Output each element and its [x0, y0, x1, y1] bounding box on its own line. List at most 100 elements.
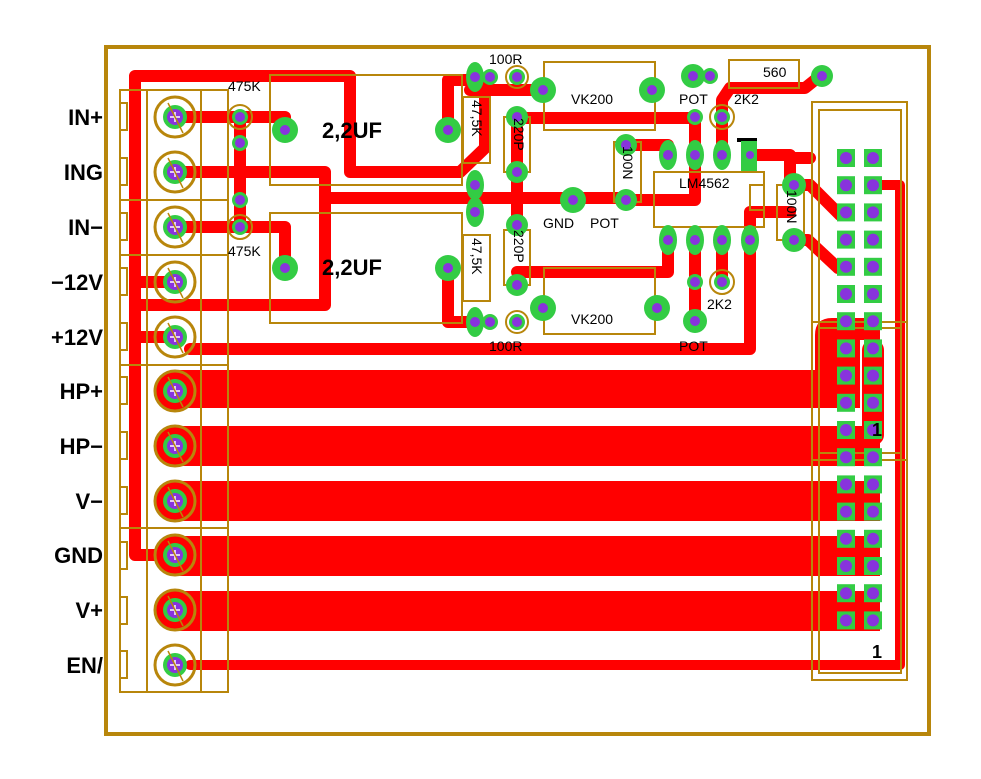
pad-oval [713, 140, 731, 170]
connector-label: GND [54, 543, 103, 568]
connector-label: V− [75, 489, 103, 514]
pad [615, 134, 637, 156]
label-100n-left: 100N [620, 146, 636, 179]
trace-pos12 [184, 239, 756, 355]
header-pad [864, 149, 882, 167]
connector-label: −12V [51, 270, 103, 295]
header-pad [837, 557, 855, 575]
pad-oval [466, 197, 484, 227]
pad-small [482, 69, 498, 85]
label-pot-mid: POT [590, 215, 619, 231]
terminal-pad [153, 643, 197, 687]
label-100r-top: 100R [489, 51, 522, 67]
header-pad [864, 557, 882, 575]
pad [560, 187, 586, 213]
component-pads [232, 62, 833, 337]
terminal-pad [153, 479, 197, 523]
header-pad [864, 393, 882, 412]
connector-label: HP− [60, 434, 103, 459]
terminal-pad [153, 315, 197, 359]
header-pad [837, 176, 855, 195]
connector-label: HP+ [60, 379, 103, 404]
header-pad [837, 149, 855, 167]
label-vk200-bottom: VK200 [571, 311, 613, 327]
pad [683, 309, 707, 333]
pad [232, 192, 248, 208]
header-pad [837, 257, 855, 276]
label-pot-bottom: POT [679, 338, 708, 354]
pad-small [687, 274, 703, 290]
header-pad [864, 584, 882, 603]
pour-v-plus [180, 591, 880, 631]
header-pad [837, 203, 855, 222]
terminal-pad [153, 150, 197, 194]
silkscreen [119, 59, 908, 693]
header-pad [864, 176, 882, 195]
label-100r-bottom: 100R [489, 338, 522, 354]
header-pad [837, 502, 855, 521]
pad [435, 117, 461, 143]
label-47k5-bottom: 47,5K [469, 238, 485, 275]
pad-small [687, 109, 703, 125]
header-pad [837, 312, 855, 331]
pad-small [509, 69, 525, 85]
label-220p-bottom: 220P [511, 230, 527, 263]
header-pads [837, 149, 882, 630]
header-pad [864, 230, 882, 249]
pad-small [714, 274, 730, 290]
header-pad [837, 339, 855, 358]
header-pad [837, 475, 855, 494]
terminal-pad [153, 95, 197, 139]
pour-header-link [862, 340, 884, 445]
pad-small [509, 314, 525, 330]
terminal-pads [153, 95, 197, 687]
connector-label: V+ [75, 598, 103, 623]
pad [530, 295, 556, 321]
pad-small [232, 109, 248, 125]
connector-label: EN/ [66, 653, 103, 678]
pour-gnd [180, 536, 880, 576]
header-pad [864, 366, 882, 385]
pad-oval [466, 62, 484, 92]
header-pad [864, 448, 882, 467]
trace-gnd-loop [129, 70, 491, 561]
pad-oval [686, 225, 704, 255]
pad [782, 228, 806, 252]
header-pad [864, 339, 882, 358]
header-pad [837, 448, 855, 467]
label-cap-top: 2,2UF [322, 118, 382, 143]
pour-v-minus [180, 481, 880, 521]
label-100n-right: 100N [784, 190, 800, 223]
pad [506, 106, 528, 128]
label-gnd: GND [543, 215, 574, 231]
pad [435, 255, 461, 281]
pad [681, 64, 705, 88]
pad [506, 274, 528, 296]
pad-oval [466, 307, 484, 337]
terminal-pad [153, 260, 197, 304]
header-pad [864, 502, 882, 521]
pad [644, 295, 670, 321]
pad [811, 65, 833, 87]
header-pad [837, 230, 855, 249]
terminal-pad [153, 588, 197, 632]
label-cap-bottom: 2,2UF [322, 255, 382, 280]
connector-label: IN− [68, 215, 103, 240]
header-pad [864, 421, 882, 439]
header-pad [837, 366, 855, 385]
label-vk200-top: VK200 [571, 91, 613, 107]
trace-ing [129, 166, 331, 311]
connector-label: +12V [51, 325, 103, 350]
terminal-pad [153, 424, 197, 468]
label-475k-top: 475K [228, 78, 261, 94]
pad-oval [466, 170, 484, 200]
header-pad [864, 529, 882, 548]
pad-oval [741, 225, 759, 255]
power-pours [180, 318, 884, 631]
label-header-pin1-top: 1 [872, 420, 882, 440]
connector-label: IN+ [68, 105, 103, 130]
terminal-pad [153, 205, 197, 249]
pour-hp-plus [180, 318, 880, 408]
pad [530, 77, 556, 103]
pad [506, 161, 528, 183]
